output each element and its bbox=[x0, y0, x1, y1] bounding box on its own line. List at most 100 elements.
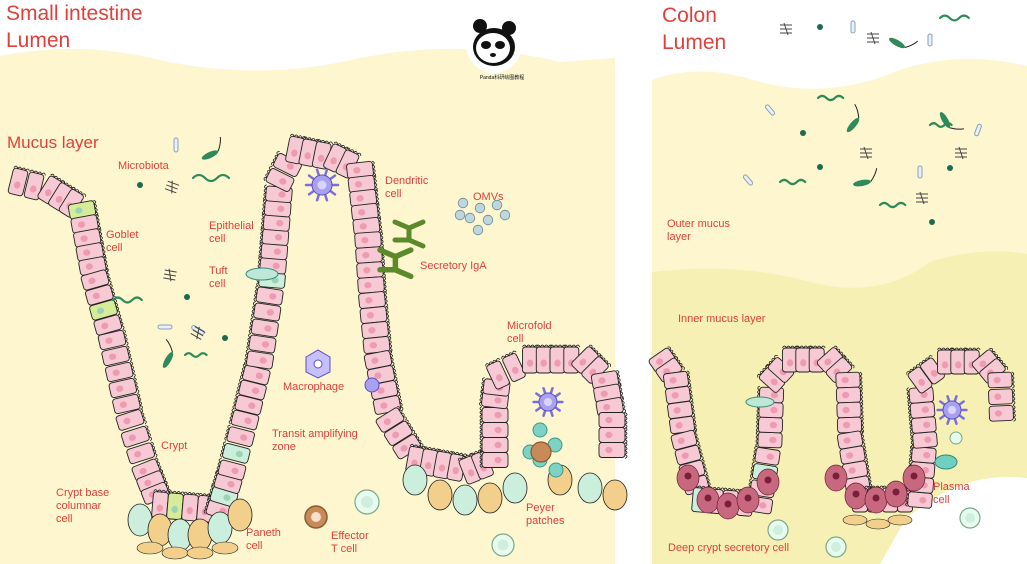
colon-epithelium-cell bbox=[987, 371, 1015, 389]
si-epithelium-cell-nucleus bbox=[368, 327, 376, 334]
crypt-label: Crypt bbox=[161, 440, 188, 452]
colon-epithelium-cell bbox=[782, 345, 799, 373]
si-epithelium-cell-nucleus bbox=[494, 411, 502, 419]
si-epithelium-microvilli bbox=[535, 344, 553, 348]
colon-epithelium-cell bbox=[836, 430, 866, 450]
lymphocyte-nucleus bbox=[965, 513, 975, 523]
si-epithelium-microvilli bbox=[563, 344, 581, 348]
secretory-iga-label: Secretory IgA bbox=[420, 260, 487, 272]
flagellum bbox=[854, 104, 860, 119]
si-epithelium-cell bbox=[457, 453, 482, 485]
si-epithelium-microvilli bbox=[423, 446, 440, 452]
si-epithelium-cell-nucleus bbox=[92, 292, 100, 300]
si-epithelium-microvilli bbox=[253, 285, 259, 302]
colon-epithelium-cell bbox=[674, 444, 704, 466]
macrophage-label: Macrophage bbox=[283, 381, 345, 393]
outer-mucus-label: Outer mucus layer bbox=[667, 218, 730, 243]
flagellum bbox=[217, 136, 221, 152]
colon-epithelium-microvilli bbox=[859, 386, 864, 404]
si-epithelium-cell-nucleus bbox=[494, 426, 502, 434]
si-epithelium-cell-nucleus bbox=[101, 322, 109, 330]
colon-epithelium-cell-nucleus bbox=[993, 376, 1001, 384]
small-lymphocyte bbox=[949, 431, 963, 445]
chain-bacterium bbox=[860, 146, 872, 160]
colon-epithelium-microvilli bbox=[1012, 404, 1016, 422]
si-epithelium-cell-nucleus bbox=[304, 152, 311, 160]
si-epithelium-microvilli bbox=[101, 241, 107, 259]
flagellated-bacterium bbox=[939, 112, 964, 130]
dendritic-cell bbox=[532, 387, 564, 417]
lamina-cell bbox=[161, 546, 189, 560]
si-epithelium-cell-nucleus bbox=[600, 390, 608, 398]
si-epithelium-microvilli bbox=[501, 350, 517, 359]
lamina-cell bbox=[136, 541, 164, 555]
colon-epithelium-cell-nucleus bbox=[786, 359, 794, 367]
si-epithelium-microvilli bbox=[150, 441, 158, 458]
si-epithelium-cell-nucleus bbox=[156, 504, 163, 512]
si-epithelium-cell-nucleus bbox=[273, 248, 282, 255]
iga-molecule bbox=[392, 219, 426, 249]
si-epithelium-cell bbox=[7, 165, 30, 197]
si-epithelium-cell bbox=[246, 333, 277, 354]
colon-epithelium-cell-nucleus bbox=[941, 361, 949, 369]
secretory-iga bbox=[392, 219, 426, 249]
colon-epithelium-microvilli bbox=[860, 430, 866, 447]
si-epithelium-cell-nucleus bbox=[278, 191, 286, 198]
colon-epithelium-microvilli bbox=[833, 345, 846, 359]
si-epithelium-cell-nucleus bbox=[244, 417, 252, 424]
si-epithelium-cell bbox=[598, 412, 628, 429]
mucus-layer-label: Mucus layer bbox=[7, 133, 99, 152]
peyer-patch-cell bbox=[532, 422, 548, 438]
crypt-base-cell bbox=[427, 479, 453, 511]
si-epithelium-cell bbox=[375, 406, 407, 433]
si-epithelium-cell-nucleus bbox=[358, 209, 366, 216]
panda-ear bbox=[473, 19, 487, 33]
goblet-cell-label: Goblet cell bbox=[106, 229, 139, 254]
si-epithelium-microvilli bbox=[140, 408, 147, 425]
si-epithelium-cell-nucleus bbox=[400, 445, 408, 452]
si-epithelium-cell-nucleus bbox=[374, 372, 382, 379]
spiral-bacterium bbox=[183, 352, 208, 358]
si-epithelium-microvilli bbox=[383, 290, 388, 308]
dendritic-cell bbox=[304, 168, 340, 202]
si-epithelium-cell bbox=[479, 421, 509, 438]
si-epithelium-cell bbox=[356, 261, 386, 279]
chain-link bbox=[196, 326, 200, 340]
flagellum bbox=[870, 168, 878, 182]
coccus-bacterium bbox=[947, 165, 953, 171]
colon-epithelium-cell bbox=[752, 445, 781, 466]
flagellated-body bbox=[939, 112, 951, 128]
colon-epithelium-cell-nucleus bbox=[843, 437, 851, 444]
si-epithelium-microvilli bbox=[333, 141, 349, 150]
si-epithelium-cell-nucleus bbox=[330, 157, 337, 165]
si-epithelium-cell bbox=[479, 451, 509, 468]
flagellated-bacterium bbox=[853, 168, 878, 187]
colon-epithelium-microvilli bbox=[766, 354, 778, 368]
flagellum bbox=[165, 338, 173, 353]
si-epithelium-cell bbox=[535, 344, 553, 374]
tuft-cell-label: Tuft cell bbox=[209, 265, 228, 290]
si-epithelium-microvilli bbox=[122, 329, 129, 346]
si-epithelium-cell-nucleus bbox=[45, 189, 52, 197]
chain-segment bbox=[164, 269, 177, 273]
colon-epithelium-microvilli bbox=[808, 345, 826, 349]
si-epithelium-microvilli bbox=[183, 491, 200, 496]
si-epithelium-microvilli bbox=[236, 378, 243, 395]
flagellated-body bbox=[846, 117, 860, 133]
colon-epithelium-microvilli bbox=[749, 461, 755, 479]
omv-vesicle bbox=[482, 214, 494, 226]
si-epithelium-cell bbox=[260, 213, 291, 232]
colon-epithelium-cell-nucleus bbox=[918, 378, 926, 386]
lamina-cell bbox=[211, 541, 239, 555]
paneth-cell-label: Paneth cell bbox=[246, 527, 281, 552]
si-epithelium-microvilli bbox=[240, 363, 246, 380]
chain-bacterium bbox=[164, 180, 180, 194]
macrophage-nucleus bbox=[313, 359, 323, 369]
flagellated-body bbox=[201, 150, 219, 160]
colon-epithelium-microvilli bbox=[697, 444, 704, 461]
si-epithelium-cell-nucleus bbox=[354, 181, 363, 188]
si-epithelium-cell-nucleus bbox=[605, 446, 613, 454]
si-epithelium-microvilli bbox=[392, 364, 398, 382]
coccus-bacterium bbox=[929, 219, 935, 225]
